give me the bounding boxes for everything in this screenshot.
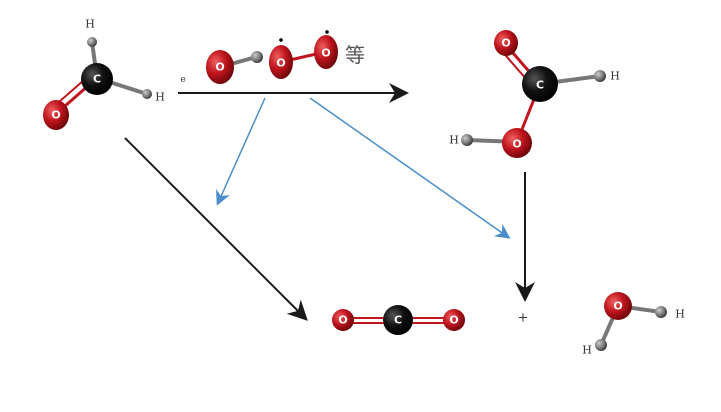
blue-arrow-right: [309, 97, 511, 239]
formaldehyde-molecule: C O H H: [43, 18, 165, 130]
radical-species: O O O 等: [206, 30, 365, 84]
atom-label: H: [610, 70, 620, 83]
formic-acid-molecule: O C O H H: [449, 30, 620, 158]
water-molecule: O H H: [582, 292, 685, 357]
atom-label: O: [613, 300, 622, 313]
atom-label: H: [155, 91, 165, 104]
atom-label: O: [321, 47, 330, 60]
plus-sign: +: [518, 311, 529, 326]
atom-label: H: [85, 18, 95, 31]
atom-label: O: [512, 138, 521, 151]
atom-label: C: [93, 73, 101, 86]
etc-label: 等: [345, 43, 365, 67]
arrow-formaldehyde-to-co2: [124, 137, 308, 321]
atom-label: H: [582, 344, 592, 357]
carbon-dioxide-molecule: O C O: [332, 305, 465, 335]
atom-label: O: [338, 314, 347, 327]
atom-label: C: [536, 79, 544, 92]
atom-label: H: [675, 308, 685, 321]
atom-label: O: [215, 61, 224, 74]
atom-label: O: [51, 109, 60, 122]
blue-arrow-left: [216, 97, 266, 206]
atom-label: H: [449, 134, 459, 147]
atom-label: O: [501, 37, 510, 50]
electron-label: e: [180, 75, 185, 85]
atom-label: C: [394, 314, 402, 327]
atom-label: O: [276, 57, 285, 70]
atom-label: O: [449, 314, 458, 327]
